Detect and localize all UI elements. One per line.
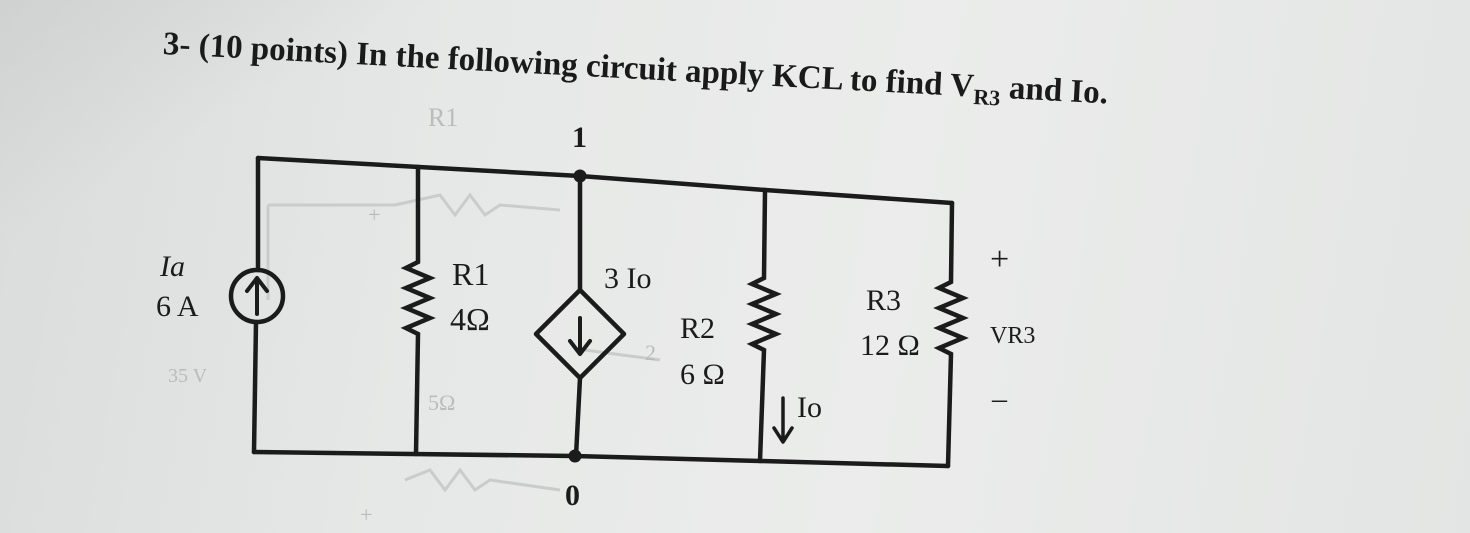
r1-branch [400, 164, 436, 457]
r3-value: 12 Ω [860, 329, 920, 362]
r3-branch [933, 200, 969, 469]
ghost-r1: R1 [428, 103, 458, 132]
io-arrow-icon [772, 396, 794, 444]
r2-value: 6 Ω [680, 358, 725, 391]
vr3-plus: + [990, 241, 1009, 278]
vr3-minus: – [991, 382, 1008, 415]
up-arrow-icon [245, 276, 269, 316]
r2-name: R2 [680, 312, 715, 345]
ghost-voltage: 35 V [168, 365, 208, 387]
r1-value: 4Ω [450, 301, 490, 337]
source-value: 6 A [156, 290, 199, 323]
source-branch [251, 155, 261, 455]
io-label: Io [797, 391, 822, 424]
node-0-dot [568, 449, 582, 463]
current-source-circle [228, 267, 286, 325]
vr3-label: VR3 [990, 323, 1035, 349]
down-arrow-icon [568, 316, 592, 356]
ghost-two: 2 [645, 340, 656, 365]
dep-source-branch [573, 173, 583, 459]
node-1-dot [573, 169, 587, 183]
ghost-plus-b: + [360, 502, 372, 527]
ghost-show-through: R1 35 V 5Ω 2 + + [168, 103, 661, 527]
dep-source-label: 3 Io [604, 262, 652, 295]
ghost-plus-a: + [368, 202, 380, 227]
dependent-source-diamond [533, 287, 627, 381]
top-wire [255, 155, 955, 206]
r2-branch [746, 187, 782, 464]
ghost-ohm: 5Ω [428, 390, 455, 415]
r3-name: R3 [866, 284, 901, 317]
bottom-wire [251, 449, 951, 469]
node-1-label: 1 [572, 121, 587, 154]
source-name: Ia [159, 250, 185, 283]
node-0-label: 0 [565, 479, 580, 512]
r1-name: R1 [452, 256, 489, 292]
